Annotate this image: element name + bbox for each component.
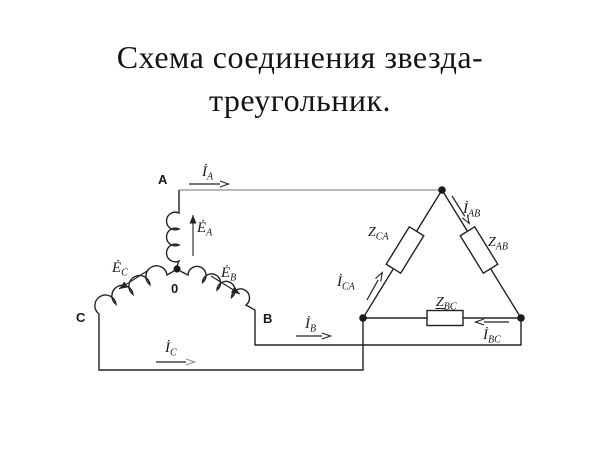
current-arrow-iab (451, 195, 471, 225)
terminal-b-label: B (263, 311, 272, 326)
terminal-a-label: A (158, 172, 168, 187)
current-ic-label: İC (164, 340, 177, 359)
current-ia-label: İA (201, 164, 214, 183)
impedance-zab-label: ZAB (488, 235, 508, 253)
terminal-c-label: C (76, 310, 86, 325)
current-arrow-ica (366, 271, 384, 301)
neutral-node-dot (173, 265, 181, 273)
title-line-2: треугольник. (208, 82, 392, 118)
impedance-zbc-box (426, 309, 464, 327)
emf-arrow-eb (210, 275, 241, 295)
impedance-zca-label: ZCA (368, 225, 389, 243)
current-ibc-label: İBC (482, 327, 501, 346)
delta-vertex-a-dot (438, 186, 446, 194)
current-ica-label: İCA (336, 274, 356, 293)
neutral-label: 0 (171, 281, 178, 296)
impedance-zab-box (459, 225, 499, 275)
delta-vertex-b-dot (517, 314, 525, 322)
slide-title: Схема соединения звезда- треугольник. (0, 36, 600, 122)
emf-ec-label: ĖC (111, 260, 128, 279)
emf-ea-label: ĖA (196, 220, 213, 239)
current-ib-label: İB (304, 316, 316, 335)
emf-eb-label: ĖB (220, 265, 236, 284)
current-iab-label: İAB (462, 201, 480, 220)
delta-vertex-c-dot (359, 314, 367, 322)
title-line-1: Схема соединения звезда- (116, 39, 484, 75)
impedance-zbc-label: ZBC (436, 295, 457, 313)
emf-arrow-ec (118, 270, 148, 290)
star-winding-b-and-wire (179, 265, 522, 346)
impedance-zca-box (385, 225, 425, 275)
star-winding-a (165, 190, 181, 267)
star-winding-c-and-wire (94, 265, 364, 371)
